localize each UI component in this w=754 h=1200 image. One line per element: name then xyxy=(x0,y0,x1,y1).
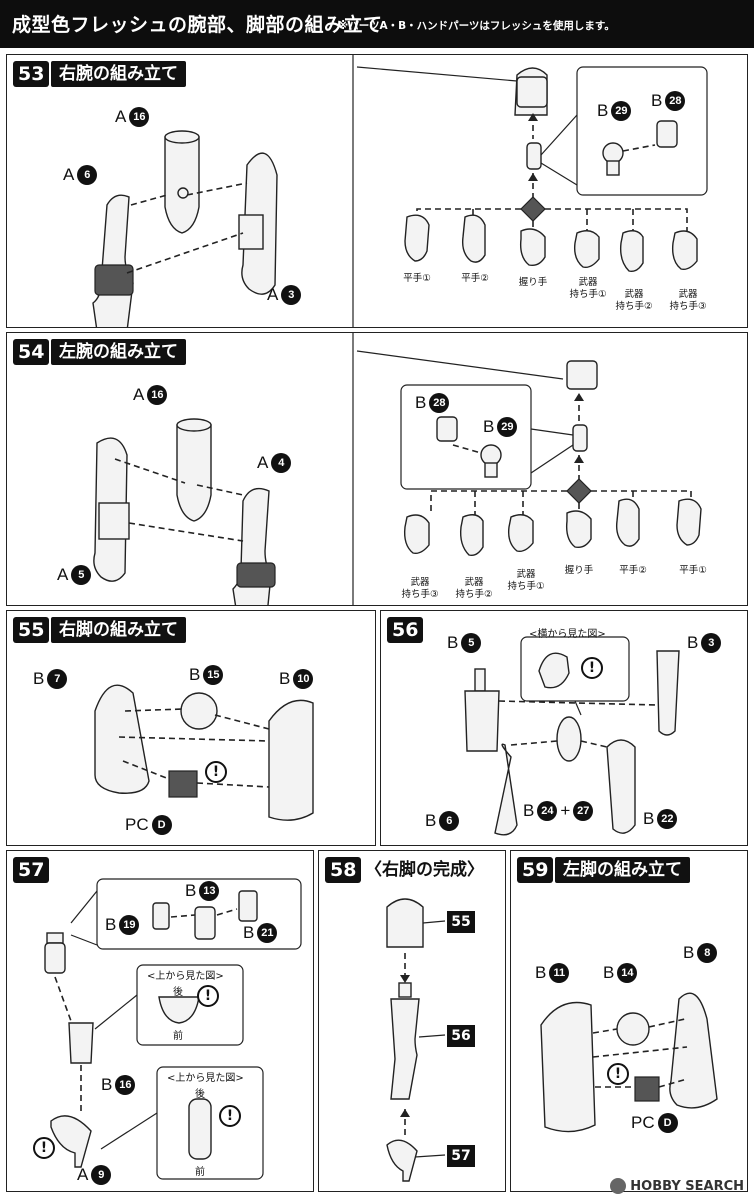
caution-icon: ! xyxy=(219,1105,241,1127)
caution-icon: ! xyxy=(33,1137,55,1159)
hand-label: 武器 持ち手③ xyxy=(401,577,439,600)
step-number: 56 xyxy=(387,617,424,643)
step-title: 右脚の組み立て xyxy=(51,617,186,643)
step-number: 53 xyxy=(13,61,50,87)
hand-label: 武器 持ち手② xyxy=(455,577,493,600)
step-56-illustration xyxy=(464,636,680,836)
hand-label: 平手② xyxy=(619,565,647,576)
ref-step-57: 57 xyxy=(447,1145,475,1167)
step-number: 55 xyxy=(13,617,50,643)
watermark-logo-icon xyxy=(610,1178,627,1194)
caution-icon: ! xyxy=(607,1063,629,1085)
step-title: 右腕の組み立て xyxy=(51,61,186,87)
step-58-illustration xyxy=(386,898,446,1182)
top-view-caption: <上から見た図> xyxy=(167,1073,244,1084)
hand-label: 平手① xyxy=(403,273,431,284)
hand-label: 武器 持ち手① xyxy=(507,569,545,592)
watermark: HOBBY SEARCH xyxy=(610,1178,744,1194)
step-number: 58 xyxy=(325,857,362,883)
header-note: ※パーツA・B・ハンドパーツはフレッシュを使用します。 xyxy=(338,20,615,32)
hand-label: 武器 持ち手③ xyxy=(669,289,707,312)
header-bar: 成型色フレッシュの腕部、脚部の組み立て ※パーツA・B・ハンドパーツはフレッシュ… xyxy=(0,0,754,48)
page-title: 成型色フレッシュの腕部、脚部の組み立て xyxy=(12,14,383,36)
side-view-caption: <横から見た図> xyxy=(529,629,606,640)
caution-icon: ! xyxy=(205,761,227,783)
hand-label: 平手② xyxy=(461,273,489,284)
hand-label: 平手① xyxy=(679,565,707,576)
top-view-caption: <上から見た図> xyxy=(147,971,224,982)
step-title: 左腕の組み立て xyxy=(51,339,186,365)
step-57-illustration xyxy=(44,878,302,1180)
caution-icon: ! xyxy=(581,657,603,679)
back-label: 後 xyxy=(195,1089,205,1100)
ref-step-55: 55 xyxy=(447,911,475,933)
step-number: 57 xyxy=(13,857,50,883)
watermark-text: HOBBY SEARCH xyxy=(630,1178,744,1194)
step-58-panel: 58 〈右脚の完成〉 55 56 57 xyxy=(318,850,506,1192)
step-53-panel: 53 右腕の組み立て xyxy=(6,54,748,328)
hand-label: 武器 持ち手① xyxy=(569,277,607,300)
step-54-panel: 54 左腕の組み立て xyxy=(6,332,748,606)
front-label: 前 xyxy=(195,1167,205,1178)
hand-label: 握り手 xyxy=(564,565,594,576)
step-number: 59 xyxy=(517,857,554,883)
step-53-illustration xyxy=(92,55,708,327)
ref-step-56: 56 xyxy=(447,1025,475,1047)
caution-icon: ! xyxy=(197,985,219,1007)
back-label: 後 xyxy=(173,987,183,998)
hand-label: 武器 持ち手② xyxy=(615,289,653,312)
front-label: 前 xyxy=(173,1031,183,1042)
step-title: 〈右脚の完成〉 xyxy=(363,857,486,883)
step-54-illustration xyxy=(93,333,702,605)
step-59-illustration xyxy=(540,992,718,1133)
step-55-illustration xyxy=(94,684,314,821)
hand-label: 握り手 xyxy=(518,277,548,288)
step-number: 54 xyxy=(13,339,50,365)
step-title: 左脚の組み立て xyxy=(555,857,690,883)
